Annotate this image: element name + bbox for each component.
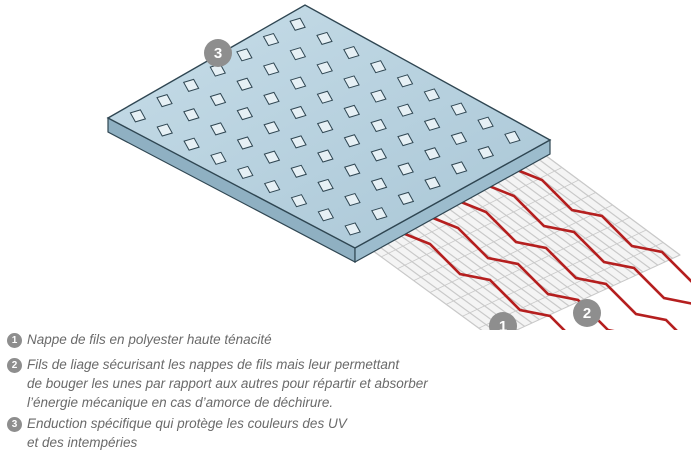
coating-slot bbox=[263, 121, 280, 135]
coating-slot bbox=[317, 149, 334, 163]
coating-slot bbox=[370, 148, 388, 162]
coating-slot bbox=[504, 130, 521, 144]
coating-slot bbox=[397, 103, 414, 117]
coating-slot bbox=[182, 78, 200, 92]
coating-slot bbox=[424, 147, 441, 161]
coating-slot bbox=[396, 74, 414, 88]
coating-slot bbox=[156, 123, 173, 137]
binding-thread bbox=[398, 230, 566, 330]
coating-slot bbox=[316, 120, 334, 134]
coating-slot bbox=[343, 104, 361, 118]
coating-slot bbox=[343, 134, 361, 148]
legend-number-badge: 1 bbox=[7, 333, 22, 348]
coating-slot bbox=[156, 94, 173, 108]
binding-thread bbox=[482, 182, 691, 305]
coating-slot bbox=[424, 176, 441, 190]
coating-slot bbox=[397, 162, 414, 176]
coating-slot bbox=[236, 107, 254, 121]
legend-item-1: 1 Nappe de fils en polyester haute ténac… bbox=[7, 330, 272, 349]
legend-number-badge: 3 bbox=[7, 417, 22, 432]
coating-slot bbox=[371, 207, 388, 221]
yarn-cross-line bbox=[446, 217, 630, 305]
legend-number-badge: 2 bbox=[7, 358, 22, 373]
textile-layers-diagram: 1 2 3 bbox=[106, 4, 691, 330]
coating-slots bbox=[129, 17, 521, 236]
yarn-cross-line bbox=[429, 204, 613, 293]
legend-item-2: 2 Fils de liage sécurisant les nappes de… bbox=[7, 355, 428, 412]
callout-1: 1 bbox=[489, 312, 517, 330]
coating-slot bbox=[369, 60, 387, 74]
coating-slot bbox=[370, 177, 388, 191]
legend-item-3: 3 Enduction spécifique qui protège les c… bbox=[7, 414, 347, 452]
coating-slot bbox=[236, 48, 253, 62]
callout-3-badge bbox=[204, 39, 232, 67]
legend-text: Fils de liage sécurisant les nappes de f… bbox=[27, 357, 428, 410]
coating-slot bbox=[289, 76, 307, 90]
coating-slot bbox=[263, 91, 280, 105]
coating-slot bbox=[344, 192, 361, 207]
coating-slot bbox=[370, 118, 387, 133]
coating-slot bbox=[343, 45, 360, 60]
binding-threads bbox=[398, 166, 691, 330]
coating-slot bbox=[237, 165, 254, 180]
coating-slot bbox=[129, 109, 147, 123]
coating-slot bbox=[370, 89, 387, 103]
coating-slot bbox=[477, 146, 495, 160]
coating-slot bbox=[290, 164, 307, 178]
coating-slot bbox=[317, 208, 335, 222]
callout-2-badge bbox=[573, 299, 601, 327]
callout-1-number: 1 bbox=[499, 318, 507, 330]
coating-slot bbox=[423, 88, 441, 102]
coating-slot bbox=[477, 116, 494, 130]
coating-slot bbox=[317, 178, 334, 193]
coating-slot bbox=[263, 179, 281, 194]
yarn-cross-line bbox=[515, 254, 681, 330]
coating-slot bbox=[289, 17, 306, 31]
binding-thread bbox=[510, 166, 691, 283]
binding-thread bbox=[454, 198, 678, 330]
coating-slot bbox=[290, 105, 307, 120]
coating-slot bbox=[183, 137, 200, 151]
yarn-cross-line bbox=[397, 179, 579, 270]
coating-slot bbox=[316, 31, 333, 46]
yarn-cross-line bbox=[462, 229, 647, 317]
coating-slot bbox=[263, 150, 281, 164]
coating-slot bbox=[209, 122, 227, 136]
coating-slot bbox=[289, 47, 307, 61]
coating-slot bbox=[344, 222, 361, 236]
coating-slot bbox=[397, 191, 415, 206]
callout-3: 3 bbox=[204, 39, 232, 67]
coating-slot bbox=[290, 194, 308, 208]
coating-slot bbox=[397, 133, 414, 147]
coating-slot bbox=[423, 117, 441, 131]
coating-slot bbox=[450, 131, 468, 146]
legend-text: Nappe de fils en polyester haute ténacit… bbox=[27, 332, 272, 347]
coating-slot bbox=[290, 135, 307, 149]
yarn-cross-line bbox=[381, 167, 563, 258]
coating-slot bbox=[209, 92, 227, 107]
callout-3-number: 3 bbox=[214, 45, 222, 62]
callout-1-badge bbox=[489, 312, 517, 330]
coating-slot bbox=[210, 151, 227, 165]
coating-slot bbox=[236, 77, 253, 91]
callout-2-number: 2 bbox=[583, 305, 591, 322]
coating-slot bbox=[343, 75, 360, 89]
coating-slot bbox=[262, 32, 280, 47]
yarn-cross-line bbox=[413, 192, 596, 281]
coating-slot bbox=[450, 102, 467, 116]
callout-2: 2 bbox=[573, 299, 601, 327]
legend-text: Enduction spécifique qui protège les cou… bbox=[27, 416, 347, 450]
binding-thread bbox=[426, 214, 615, 330]
coating-slot bbox=[262, 62, 280, 76]
coating-slot bbox=[183, 108, 200, 122]
coating-slot bbox=[450, 161, 468, 175]
coating-slot bbox=[316, 90, 334, 104]
coating-slot bbox=[316, 61, 333, 75]
coating-slot bbox=[343, 163, 361, 177]
coating-slot bbox=[236, 136, 254, 150]
